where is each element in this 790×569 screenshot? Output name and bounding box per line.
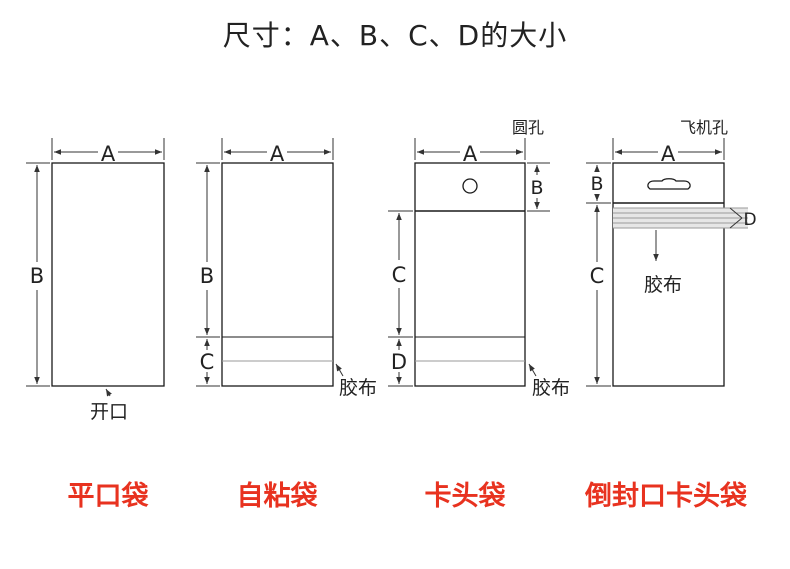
- page-title: 尺寸：A、B、C、D的大小: [222, 19, 568, 52]
- dimension-d-arrow: [729, 207, 743, 219]
- bag-name-reverse-seal-header: 倒封口卡头袋: [585, 481, 747, 512]
- dimension-a-label: A: [463, 142, 478, 166]
- dimension-d-label: D: [391, 350, 407, 374]
- euro-hole-icon: [647, 178, 691, 190]
- dimension-b-label: B: [590, 173, 603, 195]
- bag-outline: [414, 162, 526, 387]
- bag-name-header: 卡头袋: [424, 481, 506, 512]
- dimension-c-label: C: [200, 350, 215, 374]
- dimension-b-label: B: [200, 264, 214, 288]
- bag-name-flat: 平口袋: [67, 481, 149, 512]
- bag-flat-opening: A B 开口: [26, 138, 165, 423]
- tape-pointer: [528, 363, 537, 377]
- opening-pointer: [105, 388, 112, 397]
- dimension-b-label: B: [30, 264, 44, 288]
- bag-outline: [221, 162, 334, 387]
- hole-label: 圆孔: [512, 118, 544, 137]
- bag-header-card: 圆孔 A B C D 胶布: [388, 118, 570, 399]
- dimension-b-label: B: [530, 177, 543, 199]
- dimension-a-label: A: [101, 142, 116, 166]
- tape-pointer: [335, 363, 344, 377]
- bag-self-adhesive: A B C 胶布: [196, 138, 377, 399]
- bag-reverse-seal-header: 飞机孔 A B C D 胶布: [586, 118, 757, 387]
- tape-label: 胶布: [339, 377, 377, 399]
- tape-label: 胶布: [644, 274, 682, 296]
- hole-label: 飞机孔: [680, 118, 728, 137]
- bag-name-self-adhesive: 自粘袋: [236, 481, 318, 512]
- dimension-a-label: A: [661, 142, 676, 166]
- opening-label: 开口: [90, 401, 128, 423]
- dimension-c-label: C: [590, 264, 605, 288]
- dimension-a-label: A: [270, 142, 285, 166]
- tape-label: 胶布: [532, 377, 570, 399]
- round-hole-icon: [462, 178, 478, 194]
- dimension-c-label: C: [392, 263, 407, 287]
- bag-outline: [51, 162, 165, 387]
- bag-outline: [612, 162, 725, 387]
- dimension-d-arrow: [729, 217, 743, 229]
- dimension-d-label: D: [743, 210, 756, 230]
